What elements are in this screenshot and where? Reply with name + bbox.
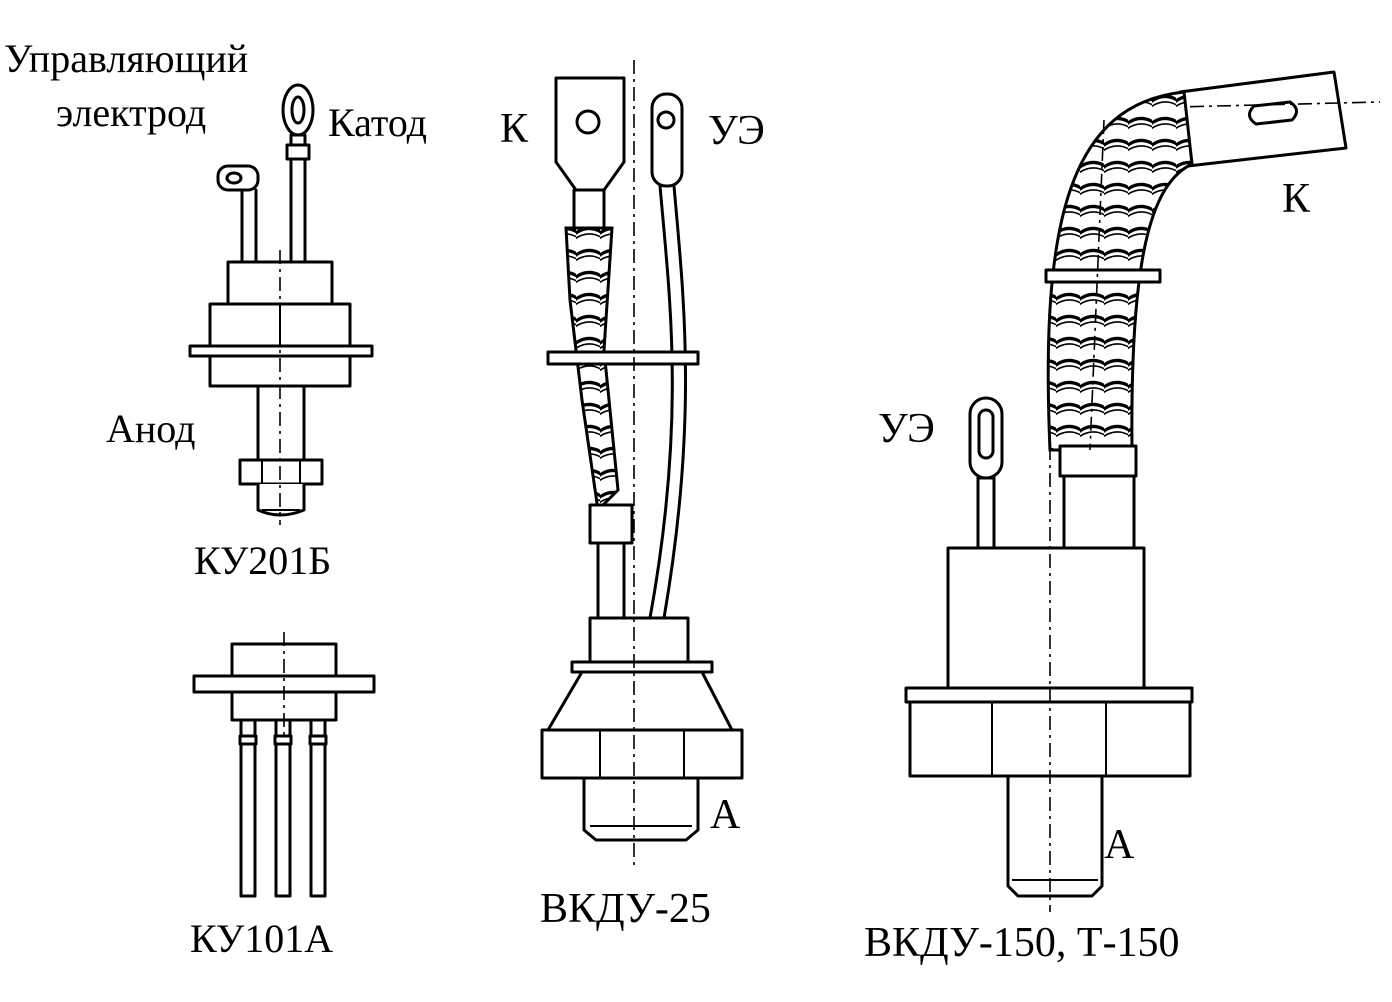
vkdu25-break-mark (546, 350, 700, 366)
ku101a-leads (238, 718, 328, 898)
thyristor-vkdu150: К УЭ А ВКДУ-150, Т-150 (864, 70, 1381, 966)
ku201b-cathode-lead (281, 83, 315, 264)
thyristor-ku101a: КУ101А (190, 632, 376, 961)
vkdu25-hex-nut (540, 728, 744, 780)
ku101a-name-label: КУ101А (190, 916, 333, 961)
ku201b-control-electrode-lead (216, 164, 260, 264)
ku201b-control-electrode-label-line1: Управляющий (4, 36, 248, 81)
vkdu150-break-mark (1044, 268, 1162, 284)
vkdu150-stud (1006, 774, 1104, 898)
vkdu150-control-label: УЭ (878, 406, 935, 452)
vkdu150-cable-axis (1089, 119, 1105, 451)
thyristor-vkdu25: К УЭ А ВКДУ-25 (500, 60, 765, 932)
vkdu150-hex-flange (904, 686, 1194, 778)
vkdu150-name-label: ВКДУ-150, Т-150 (864, 920, 1180, 966)
vkdu150-anode-label: А (1104, 822, 1135, 868)
vkdu25-control-label: УЭ (708, 108, 765, 154)
vkdu25-cathode-lug (554, 76, 626, 230)
vkdu25-control-lead (648, 92, 688, 620)
ku201b-anode-label: Анод (106, 406, 196, 451)
ku201b-body (188, 260, 374, 517)
vkdu25-stud (582, 776, 700, 842)
ku201b-control-electrode-label-line2: электрод (56, 90, 206, 135)
vkdu25-braided-cable (564, 226, 620, 514)
ku201b-name-label: КУ201Б (194, 538, 331, 583)
thyristor-ku201b: Управляющий электрод Катод Анод КУ201Б (4, 36, 427, 583)
vkdu25-anode-label: А (710, 792, 741, 838)
vkdu25-cathode-label: К (500, 106, 529, 152)
ku201b-cathode-label: Катод (328, 100, 427, 145)
vkdu25-name-label: ВКДУ-25 (540, 886, 711, 932)
vkdu150-control-lead (968, 396, 1004, 552)
vkdu150-cathode-label: К (1282, 176, 1311, 222)
